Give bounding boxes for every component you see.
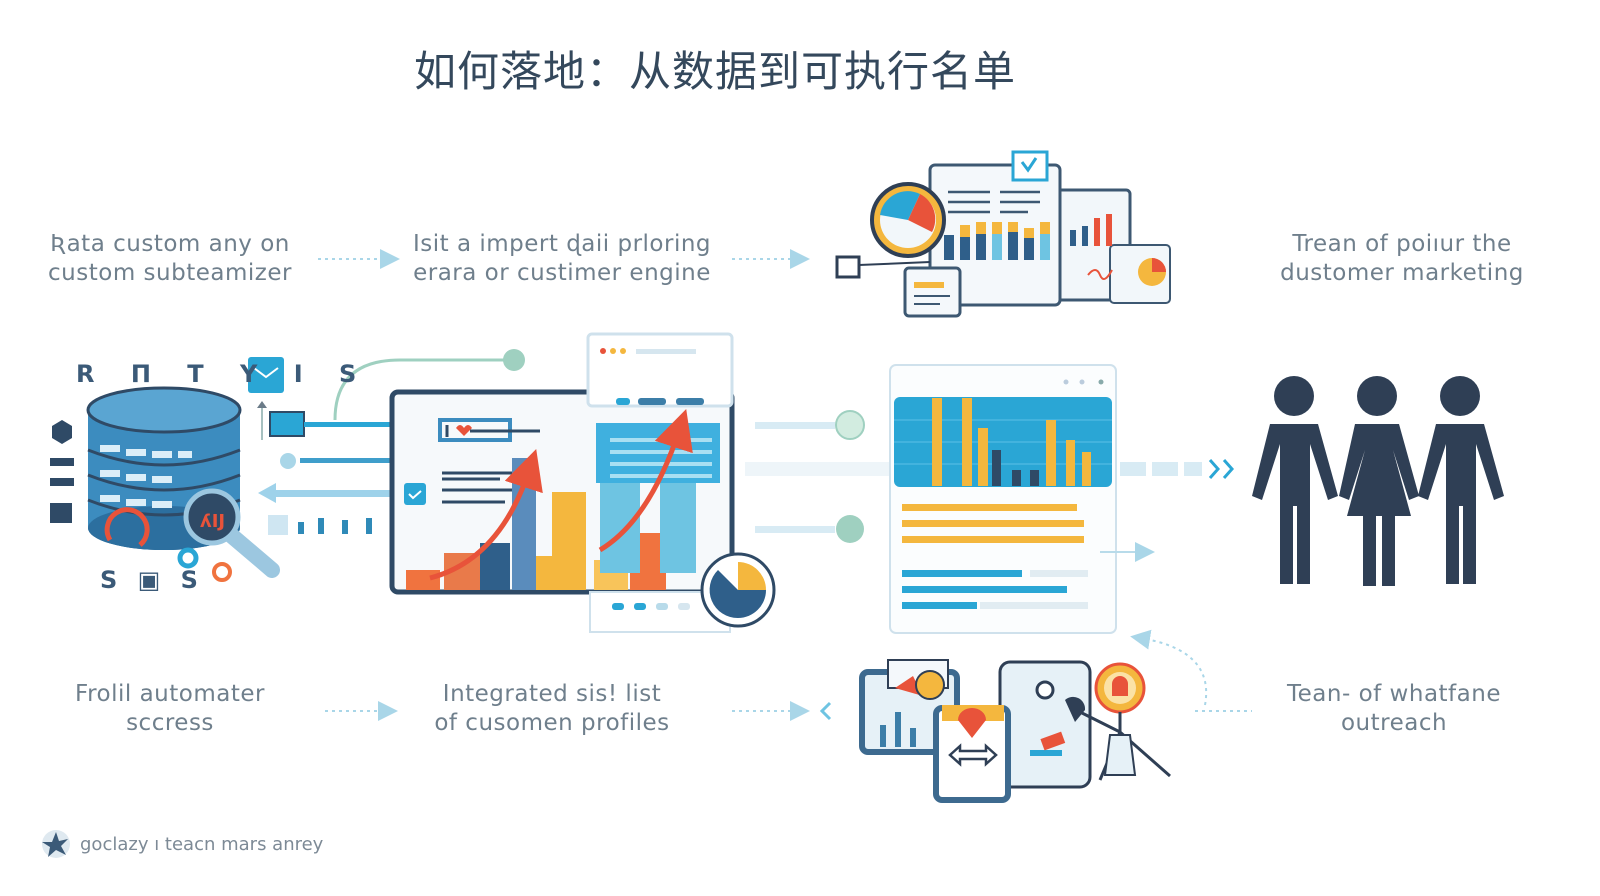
page-title: 如何落地：从数据到可执行名单 xyxy=(413,47,1016,96)
step-line: dustomer marketing xyxy=(1280,260,1524,286)
footer: goclazy ı teacn mars anrey xyxy=(40,828,323,860)
step-label-bottom-2: Integrated sis! list of cusomen profiles xyxy=(382,680,722,738)
logo-icon xyxy=(42,830,70,858)
step-label-top-1: Ʀata custom any on custom subteamizer xyxy=(0,230,340,288)
pie-chart-icon xyxy=(700,552,776,628)
database-label-bottom: S ▣ S xyxy=(100,566,204,594)
connector-lines xyxy=(258,422,394,503)
mini-bars xyxy=(268,515,372,535)
step-line: outreach xyxy=(1340,710,1448,736)
step-label-bottom-3: Tean- of whatfane outreach xyxy=(1224,680,1564,738)
browser-window xyxy=(586,332,734,633)
analytics-panel xyxy=(389,389,735,595)
step-line: Trean of poiıur the xyxy=(1292,231,1512,257)
monitor-icon xyxy=(269,411,305,437)
dashboard-panel xyxy=(889,364,1155,634)
step-line: Ʀata custom any on xyxy=(50,231,290,257)
step-line: Isit a impert ɖaii prloring xyxy=(412,231,712,257)
step-line: Frolil automater xyxy=(75,681,265,707)
chevron-left-icon xyxy=(819,701,832,721)
middle-connectors xyxy=(745,410,890,543)
person-icon xyxy=(1339,376,1419,586)
mail-icon xyxy=(248,357,284,393)
link-node-icon xyxy=(503,349,525,371)
person-icon xyxy=(1252,376,1338,584)
step-line: custom subteamizer xyxy=(48,260,292,286)
gear-icon xyxy=(177,547,199,569)
side-icons xyxy=(50,420,74,523)
step-label-top-2: Isit a impert ɖaii prloring erara or cust… xyxy=(392,230,732,288)
team-people-icon xyxy=(1252,376,1504,586)
checkbox-icon xyxy=(404,483,426,505)
step-label-bottom-1: Frolil automater sccress xyxy=(0,680,340,738)
refresh-icon xyxy=(104,507,150,547)
flow-arrows xyxy=(318,249,1252,721)
database-label-top: R Π T Y I S xyxy=(76,360,371,388)
svg-text:ʎIJ: ʎIJ xyxy=(200,511,225,532)
step-label-top-3: Trean of poiıur the dustomer marketing xyxy=(1232,230,1572,288)
step-line: erara or custimer engine xyxy=(413,260,711,286)
magnifier-icon: ʎIJ xyxy=(183,488,280,578)
report-cluster xyxy=(835,150,1171,318)
dashed-arrow-to-team xyxy=(1120,459,1235,479)
step-line: of cusomen profiles xyxy=(434,710,670,736)
stacked-bars xyxy=(944,214,1112,260)
step-line: sccress xyxy=(126,710,214,736)
gear-icon-orange xyxy=(212,562,232,582)
footer-text: goclazy ı teacn mars anrey xyxy=(80,833,324,855)
outreach-cluster xyxy=(859,659,1171,803)
step-line: Integrated sis! list xyxy=(442,681,662,707)
step-line: Tean- of whatfane xyxy=(1287,681,1501,707)
person-icon xyxy=(1418,376,1504,584)
